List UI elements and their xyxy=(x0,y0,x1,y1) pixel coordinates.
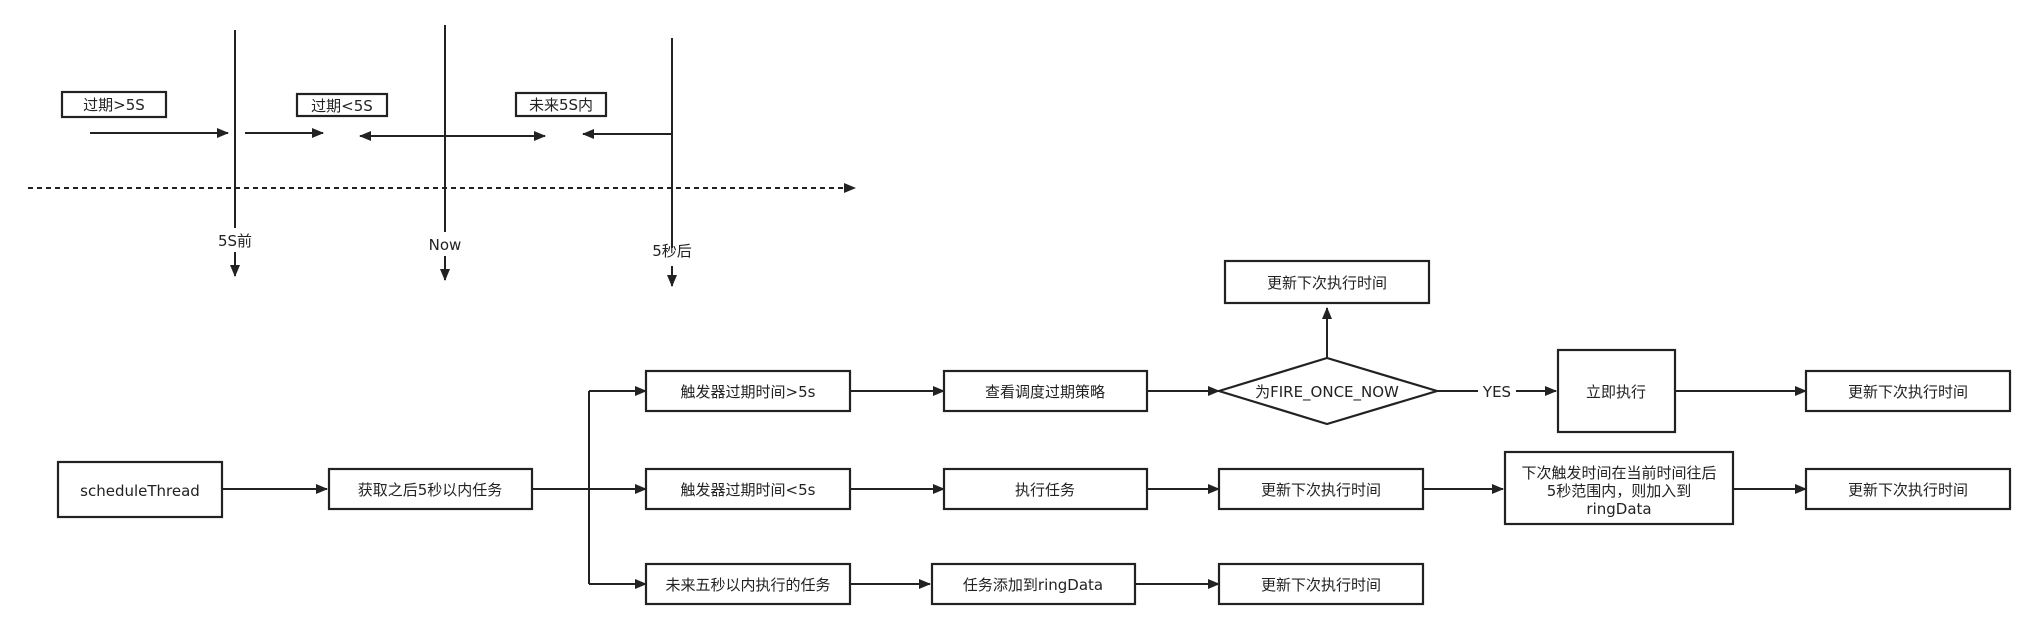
label-before: 5S前 xyxy=(218,232,252,250)
node-execute-now: 立即执行 xyxy=(1556,348,1677,434)
svg-text:更新下次执行时间: 更新下次执行时间 xyxy=(1848,383,1968,401)
svg-text:立即执行: 立即执行 xyxy=(1586,383,1646,401)
box-expired-under: 过期<5S xyxy=(295,92,389,118)
node-update-row3: 更新下次执行时间 xyxy=(1217,562,1425,606)
label-after: 5秒后 xyxy=(652,242,692,260)
svg-text:查看调度过期策略: 查看调度过期策略 xyxy=(985,383,1105,401)
node-update-top: 更新下次执行时间 xyxy=(1223,259,1431,305)
svg-text:未来五秒以内执行的任务: 未来五秒以内执行的任务 xyxy=(665,576,830,594)
svg-text:更新下次执行时间: 更新下次执行时间 xyxy=(1261,576,1381,594)
node-branch-future: 未来五秒以内执行的任务 xyxy=(644,562,852,606)
node-decision-fire-once: 为FIRE_ONCE_NOW xyxy=(1215,356,1441,426)
node-branch-expired-over: 触发器过期时间>5s xyxy=(644,369,852,413)
svg-text:过期>5S: 过期>5S xyxy=(83,96,145,114)
svg-text:任务添加到ringData: 任务添加到ringData xyxy=(963,576,1103,594)
svg-text:更新下次执行时间: 更新下次执行时间 xyxy=(1848,481,1968,499)
svg-text:获取之后5秒以内任务: 获取之后5秒以内任务 xyxy=(358,481,503,499)
box-future: 未来5S内 xyxy=(514,91,608,118)
svg-text:为FIRE_ONCE_NOW: 为FIRE_ONCE_NOW xyxy=(1255,383,1399,402)
node-add-ringdata: 任务添加到ringData xyxy=(930,562,1137,606)
node-branch-expired-under: 触发器过期时间<5s xyxy=(644,467,852,511)
svg-text:更新下次执行时间: 更新下次执行时间 xyxy=(1261,481,1381,499)
node-fetch-tasks: 获取之后5秒以内任务 xyxy=(327,467,534,511)
svg-text:过期<5S: 过期<5S xyxy=(311,97,373,115)
svg-text:未来5S内: 未来5S内 xyxy=(529,96,593,114)
svg-text:触发器过期时间>5s: 触发器过期时间>5s xyxy=(681,383,816,401)
node-schedule-thread: scheduleThread xyxy=(56,460,224,519)
label-now: Now xyxy=(429,236,462,254)
svg-text:ringData: ringData xyxy=(1586,500,1651,518)
node-execute-task: 执行任务 xyxy=(942,467,1149,511)
node-next-trigger-range: 下次触发时间在当前时间往后 5秒范围内，则加入到 ringData xyxy=(1503,450,1735,526)
label-yes: YES xyxy=(1482,383,1511,401)
node-update-row1-right: 更新下次执行时间 xyxy=(1804,369,2012,413)
flow-edges xyxy=(222,307,1807,589)
svg-text:更新下次执行时间: 更新下次执行时间 xyxy=(1267,274,1387,292)
svg-text:scheduleThread: scheduleThread xyxy=(80,482,200,500)
svg-text:触发器过期时间<5s: 触发器过期时间<5s xyxy=(681,481,816,499)
box-expired-over: 过期>5S xyxy=(60,90,168,119)
node-check-policy: 查看调度过期策略 xyxy=(942,369,1149,413)
node-update-row2-mid: 更新下次执行时间 xyxy=(1217,467,1425,511)
svg-text:下次触发时间在当前时间往后: 下次触发时间在当前时间往后 xyxy=(1521,464,1716,482)
svg-text:5秒范围内，则加入到: 5秒范围内，则加入到 xyxy=(1547,482,1692,500)
node-update-row2-right: 更新下次执行时间 xyxy=(1804,467,2012,511)
svg-text:执行任务: 执行任务 xyxy=(1015,481,1075,499)
timeline: 5S前 Now 5秒后 过期>5S 过期<5S 未来5S内 xyxy=(28,25,856,287)
